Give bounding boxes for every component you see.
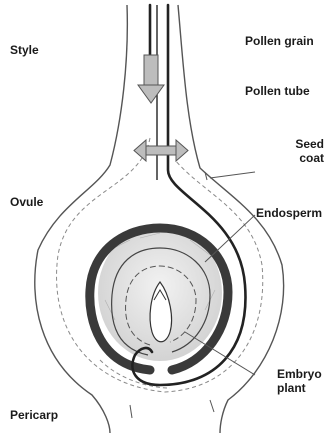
bottom-ticks [130, 400, 214, 418]
label-embryo-plant: Embryo plant [277, 367, 322, 395]
label-pericarp: Pericarp [10, 408, 58, 422]
label-pollen-tube: Pollen tube [245, 84, 310, 98]
label-endosperm: Endosperm [256, 206, 322, 220]
label-ovule: Ovule [10, 195, 43, 209]
label-pollen-grain: Pollen grain [245, 34, 314, 48]
label-seed-coat: Seed coat [270, 137, 324, 165]
pollen-arrow [138, 55, 164, 103]
pericarp-outline [35, 5, 128, 433]
width-double-arrow [134, 140, 188, 161]
label-style: Style [10, 43, 39, 57]
